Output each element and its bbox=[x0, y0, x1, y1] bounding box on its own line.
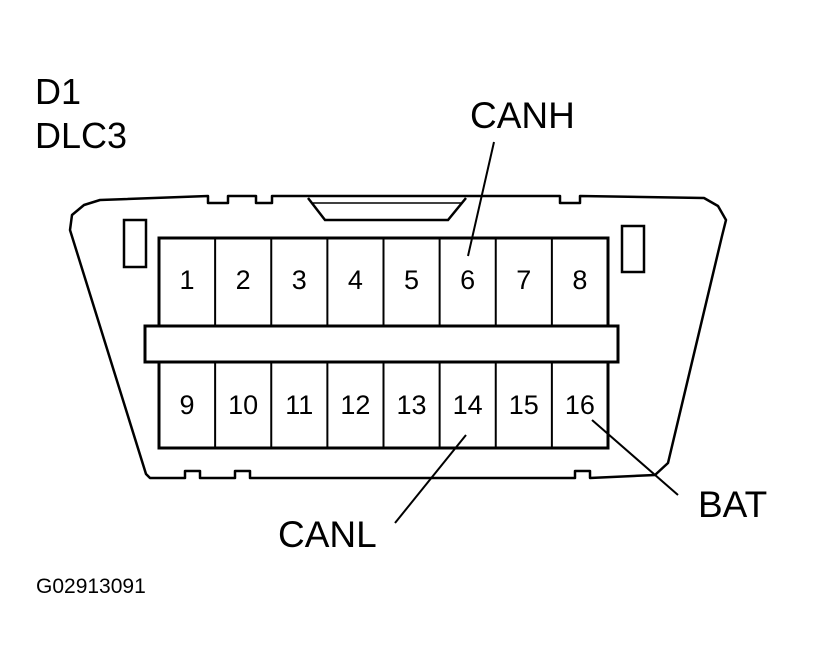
pin-number: 11 bbox=[285, 390, 313, 420]
canl-leader-line bbox=[394, 434, 467, 524]
left-latch bbox=[122, 218, 148, 269]
pin-number: 13 bbox=[397, 390, 427, 420]
separator-bar bbox=[143, 324, 620, 364]
pin-number: 9 bbox=[180, 390, 195, 420]
figure-id: G02913091 bbox=[36, 575, 146, 598]
diagram-code: D1 bbox=[35, 71, 82, 112]
pin-number: 7 bbox=[516, 265, 531, 295]
pin-number: 5 bbox=[404, 265, 419, 295]
pin-number: 2 bbox=[236, 265, 251, 295]
pin-number: 4 bbox=[348, 265, 363, 295]
pin-number: 12 bbox=[340, 390, 370, 420]
top-pin-row: 1 2 3 4 5 6 7 8 bbox=[157, 236, 610, 329]
bottom-pin-row: 9 10 11 12 13 14 15 16 bbox=[157, 360, 610, 450]
pin-number: 10 bbox=[228, 390, 258, 420]
pin-number: 3 bbox=[292, 265, 307, 295]
keyway-notch bbox=[307, 197, 467, 222]
pin-number: 14 bbox=[453, 390, 483, 420]
pin-number: 8 bbox=[572, 265, 587, 295]
pin-number: 16 bbox=[565, 390, 595, 420]
pin-number: 1 bbox=[180, 265, 195, 295]
canh-label: CANH bbox=[470, 95, 575, 136]
pin-number: 6 bbox=[460, 265, 475, 295]
canl-label: CANL bbox=[278, 514, 377, 555]
canh-leader-line bbox=[467, 141, 495, 257]
pin-number: 15 bbox=[509, 390, 539, 420]
bat-leader-line bbox=[591, 419, 679, 496]
connector-name: DLC3 bbox=[35, 115, 128, 156]
bat-label: BAT bbox=[698, 484, 768, 525]
right-latch bbox=[620, 224, 646, 274]
